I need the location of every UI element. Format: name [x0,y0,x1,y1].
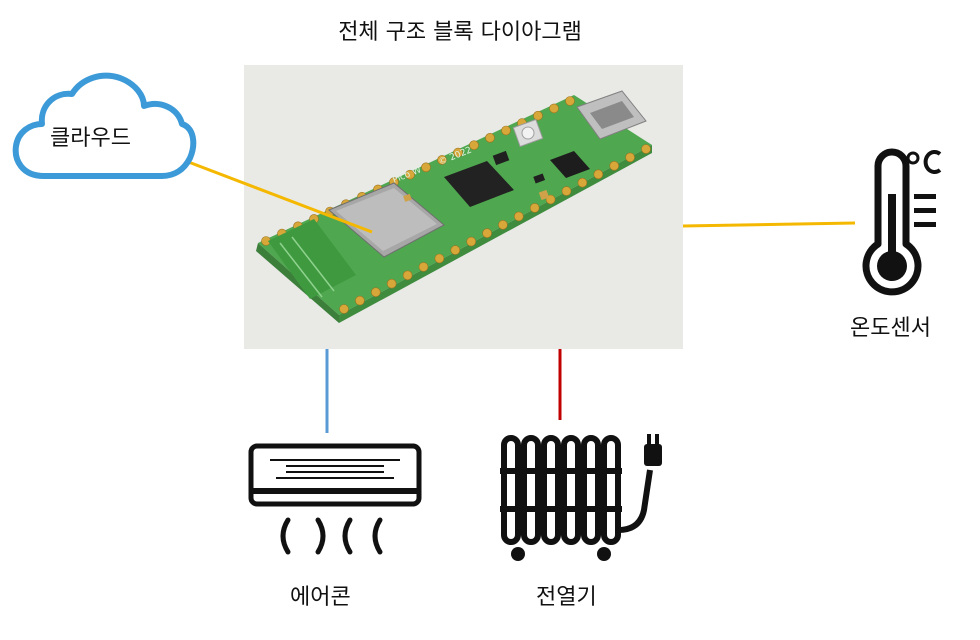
board-pad [501,125,511,136]
board-pad [437,155,447,165]
board-pad [533,110,543,121]
pico-w-board-photo: Pico W © 2022 [244,65,683,349]
board-pad [609,161,620,171]
board-pad [371,287,381,297]
board-pad [466,236,476,247]
board-pad [434,253,445,264]
board-pad [482,228,492,238]
board-pad [339,304,349,314]
board-pad [453,147,463,158]
board-pad [355,295,365,306]
board-pad [485,133,495,143]
heater-label: 전열기 [536,585,597,610]
board-pad [625,152,635,163]
board-pad [498,220,508,230]
thermometer-icon [862,148,942,296]
board-pad [513,211,524,222]
board-pad [402,270,413,281]
board-pad [565,96,575,106]
board-pad [386,278,397,289]
cloud-icon [12,72,197,179]
board-pad [450,245,461,255]
cloud-label: 클라우드 [50,126,131,151]
board-pad [593,169,604,180]
diagram-title: 전체 구조 블록 다이아그램 [338,20,582,45]
air-conditioner-label: 에어콘 [290,585,351,610]
board-pad [418,262,429,272]
oil-heater-icon [500,434,662,561]
board-pad [529,203,540,213]
board-pad [641,144,651,154]
board-pad [561,186,572,196]
line-board-to-sensor [682,221,856,228]
board-pad [405,169,415,180]
air-conditioner-icon [248,443,422,555]
board-pad [549,103,559,114]
board-pad [577,177,588,188]
board-pad [421,162,431,173]
temperature-sensor-label: 온도센서 [850,316,931,341]
board-pad [469,140,479,150]
